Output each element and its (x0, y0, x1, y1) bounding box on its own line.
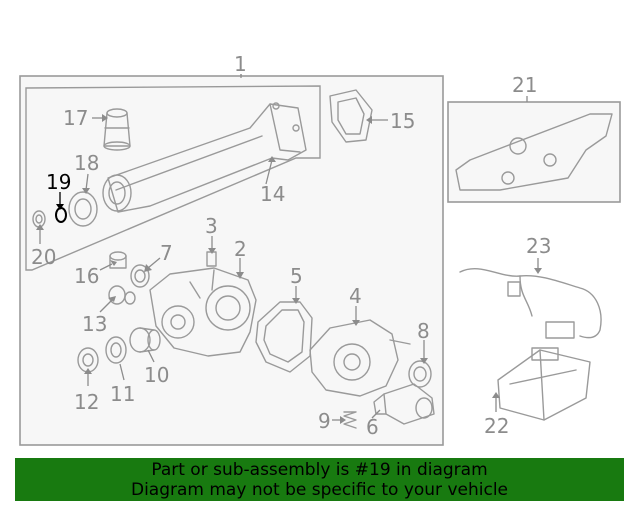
assembly-21-frame (447, 101, 621, 203)
callout-23: 23 (526, 234, 551, 258)
callout-22: 22 (484, 414, 509, 438)
bearing-13 (108, 285, 136, 305)
callout-12: 12 (74, 390, 99, 414)
callout-1: 1 (234, 52, 247, 76)
callout-4: 4 (349, 284, 362, 308)
callout-3: 3 (205, 214, 218, 238)
actuator-6 (373, 383, 435, 425)
callout-15: 15 (390, 109, 415, 133)
callout-19: 19 (46, 170, 71, 194)
leader-lines (36, 74, 542, 424)
cover-4 (309, 319, 411, 397)
axle-tube-14 (102, 102, 307, 213)
spring-9 (343, 411, 357, 429)
module-22 (497, 347, 591, 421)
callout-7: 7 (160, 241, 173, 265)
carrier-2 (149, 267, 257, 357)
bearing-16 (109, 251, 127, 269)
callout-5: 5 (290, 264, 303, 288)
breather-17 (103, 108, 131, 151)
banner-line-2: Diagram may not be specific to your vehi… (130, 480, 508, 500)
callout-14: 14 (260, 182, 285, 206)
info-banner: Part or sub-assembly is #19 in diagram D… (15, 458, 624, 501)
seal-11 (105, 336, 127, 364)
banner-line-1: Part or sub-assembly is #19 in diagram (151, 460, 488, 480)
callout-16: 16 (74, 264, 99, 288)
bracket-21 (455, 113, 613, 191)
gasket-15 (329, 89, 373, 143)
seal-18 (68, 191, 98, 227)
harness-23 (459, 268, 602, 339)
callout-20: 20 (31, 245, 56, 269)
callout-10: 10 (144, 363, 169, 387)
callout-21: 21 (512, 73, 537, 97)
seal-8 (408, 360, 432, 388)
callout-6: 6 (366, 415, 379, 439)
callout-2: 2 (234, 237, 247, 261)
callout-13: 13 (82, 312, 107, 336)
callout-17: 17 (63, 106, 88, 130)
callout-8: 8 (417, 319, 430, 343)
sleeve-10 (129, 327, 161, 353)
callout-9: 9 (318, 409, 331, 433)
callout-18: 18 (74, 151, 99, 175)
seal-7 (130, 264, 150, 288)
callout-11: 11 (110, 382, 135, 406)
sub-assembly-14-frame (25, 85, 321, 271)
